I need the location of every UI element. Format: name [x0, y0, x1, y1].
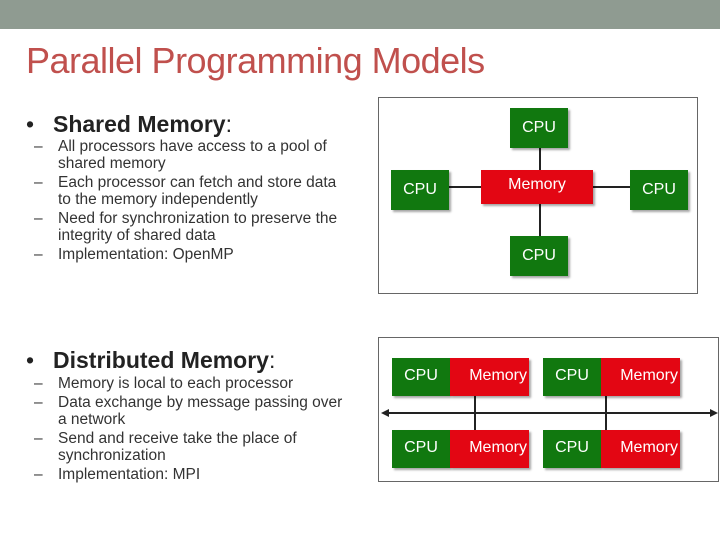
dash: – [34, 430, 43, 447]
dash: – [34, 138, 43, 155]
distributed-memory-title: Distributed Memory [53, 347, 269, 373]
cpu-node: CPU [543, 430, 601, 468]
connector-line [474, 394, 476, 432]
dash: – [34, 394, 43, 411]
network-line [381, 409, 718, 417]
cpu-node: CPU [543, 358, 601, 396]
list-item: –Send and receive take the place of sync… [34, 430, 344, 464]
connector-line [449, 186, 481, 188]
colon: : [225, 111, 232, 137]
bullet: • [26, 111, 35, 137]
list-item: –Data exchange by message passing over a… [34, 394, 344, 428]
list-item-text: Data exchange by message passing over a … [58, 394, 343, 428]
dash: – [34, 210, 43, 227]
cpu-node-left: CPU [391, 170, 449, 210]
list-item: –Implementation: MPI [34, 466, 344, 483]
connector-line [593, 186, 630, 188]
memory-node: Memory [601, 430, 680, 468]
slide-title: Parallel Programming Models [26, 40, 485, 81]
list-item: –Need for synchronization to preserve th… [34, 210, 344, 244]
list-item: –Implementation: OpenMP [34, 246, 344, 263]
list-item: –Each processor can fetch and store data… [34, 174, 344, 208]
dash: – [34, 466, 43, 483]
cpu-node: CPU [392, 358, 450, 396]
bullet: • [26, 347, 35, 373]
list-item-text: Implementation: OpenMP [58, 246, 234, 263]
connector-line [539, 204, 541, 236]
top-bar [0, 0, 720, 29]
list-item-text: All processors have access to a pool of … [58, 138, 327, 172]
cpu-node-top: CPU [510, 108, 568, 148]
list-item-text: Need for synchronization to preserve the… [58, 210, 338, 244]
shared-memory-list: –All processors have access to a pool of… [34, 138, 344, 263]
dash: – [34, 375, 43, 392]
shared-memory-title: Shared Memory [53, 111, 226, 137]
dash: – [34, 174, 43, 191]
connector-line [605, 394, 607, 432]
memory-node: Memory [450, 430, 529, 468]
shared-memory-diagram: CPU Memory CPU CPU CPU [378, 97, 698, 294]
list-item: –Memory is local to each processor [34, 375, 344, 392]
distributed-memory-list: –Memory is local to each processor –Data… [34, 375, 344, 483]
list-item-text: Each processor can fetch and store data … [58, 174, 337, 208]
memory-node: Memory [601, 358, 680, 396]
distributed-memory-diagram: CPU Memory CPU Memory CPU Memory CPU Mem… [378, 337, 719, 482]
shared-memory-node: Memory [481, 170, 593, 204]
connector-line [539, 148, 541, 178]
dash: – [34, 246, 43, 263]
list-item-text: Send and receive take the place of synch… [58, 430, 297, 464]
cpu-node-bottom: CPU [510, 236, 568, 276]
list-item-text: Implementation: MPI [58, 466, 201, 483]
colon: : [268, 347, 276, 373]
list-item: –All processors have access to a pool of… [34, 138, 344, 172]
list-item-text: Memory is local to each processor [58, 375, 294, 392]
memory-node: Memory [450, 358, 529, 396]
cpu-node: CPU [392, 430, 450, 468]
cpu-node-right: CPU [630, 170, 688, 210]
